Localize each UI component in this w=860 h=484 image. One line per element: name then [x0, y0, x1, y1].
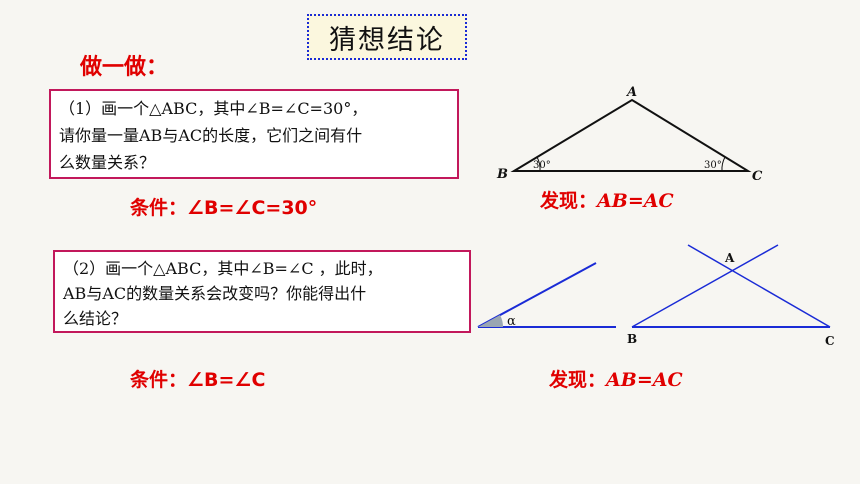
question-1-line-3: 么数量关系？ — [59, 153, 156, 172]
triangle-1-label-c: C — [752, 169, 763, 184]
finding-2: 发现：AB=AC — [549, 365, 683, 392]
triangle-1: A B C 30° 30° — [496, 85, 763, 184]
condition-1: 条件：∠B=∠C=30° — [130, 197, 318, 219]
section-heading: 做一做： — [80, 55, 169, 80]
question-1-line-1: （1）画一个△ABC，其中∠B=∠C=30°， — [59, 99, 368, 118]
slide-title: 猜想结论 — [307, 14, 467, 60]
triangle-2: A B C — [627, 244, 835, 348]
finding-2-label: 发现： — [549, 369, 607, 391]
triangle-2-label-c: C — [825, 334, 835, 348]
question-1-box: （1）画一个△ABC，其中∠B=∠C=30°， 请你量一量AB与AC的长度，它们… — [49, 89, 459, 179]
question-2-box: （2）画一个△ABC，其中∠B=∠C ，此时， AB与AC的数量关系会改变吗？你… — [53, 250, 471, 333]
condition-2: 条件：∠B=∠C — [130, 369, 266, 391]
angle-c-arc — [721, 156, 726, 172]
triangle-1-label-b: B — [496, 167, 508, 182]
finding-1-label: 发现： — [540, 190, 598, 212]
question-1-line-2: 请你量一量AB与AC的长度，它们之间有什 — [59, 126, 363, 145]
question-2-line-2: AB与AC的数量关系会改变吗？你能得出什 — [63, 284, 367, 303]
angle-alpha-figure: α — [477, 262, 616, 329]
triangle-2-label-b: B — [627, 332, 637, 346]
angle-alpha-wedge — [478, 315, 504, 327]
finding-1-value: AB=AC — [597, 190, 674, 212]
finding-2-value: AB=AC — [606, 369, 683, 391]
finding-1: 发现：AB=AC — [540, 186, 674, 213]
triangle-2-label-a: A — [724, 251, 735, 265]
angle-alpha-label: α — [507, 314, 516, 329]
triangle-1-shape — [510, 98, 752, 172]
angle-b-arc — [536, 156, 541, 172]
triangle-2-side-bc — [631, 244, 779, 328]
triangle-1-angle-c: 30° — [704, 160, 722, 171]
triangle-1-label-a: A — [625, 85, 637, 100]
triangle-2-side-cb — [687, 244, 831, 328]
question-2-line-3: 么结论？ — [63, 309, 128, 328]
question-2-line-1: （2）画一个△ABC，其中∠B=∠C ，此时， — [63, 259, 383, 278]
triangle-1-angle-b: 30° — [533, 160, 551, 171]
